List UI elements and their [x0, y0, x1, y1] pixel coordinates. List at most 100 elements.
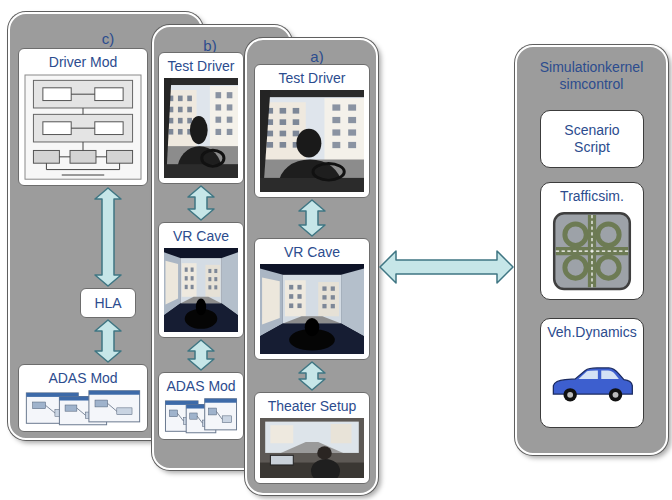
car-pillar — [164, 78, 171, 178]
building-window — [289, 294, 293, 299]
flow-line — [83, 142, 84, 150]
flow-line — [59, 156, 70, 157]
model-block — [209, 408, 217, 415]
building-window — [191, 267, 194, 271]
behavior-level — [33, 114, 132, 142]
model-block — [169, 410, 177, 417]
component-box: ADAS Mod — [158, 372, 244, 440]
illustration — [546, 208, 638, 294]
component-box: Test Driver — [254, 64, 370, 198]
building-window — [185, 285, 188, 289]
car-seat — [305, 318, 320, 336]
building-window — [214, 277, 217, 281]
illustration — [546, 344, 638, 422]
steering-wheel — [313, 164, 344, 180]
box-label: Scenario Script — [549, 122, 635, 156]
building-window — [216, 129, 222, 135]
building-window — [331, 295, 335, 299]
ramp-loop — [565, 257, 586, 278]
car-body — [553, 368, 632, 394]
group-panel: a)Test DriverVR CaveTheater Setup — [245, 38, 378, 495]
building-window — [227, 92, 233, 98]
lane-marking — [591, 215, 592, 287]
window-title-bar — [205, 399, 237, 403]
building-window — [293, 119, 300, 125]
component-box: Scenario Script — [540, 110, 644, 168]
building-window — [331, 304, 335, 308]
building-window — [297, 285, 301, 290]
car-roof — [164, 78, 238, 85]
building-window — [208, 269, 211, 273]
box-label: VR Cave — [173, 228, 229, 245]
panel-label: Simulationkernel simcontrol — [525, 59, 658, 93]
double-arrow — [299, 362, 325, 390]
building-window — [332, 104, 340, 110]
building-window — [280, 142, 287, 148]
double-arrow — [188, 340, 214, 370]
component-box: Theater Setup — [254, 392, 370, 484]
building-window — [332, 117, 340, 123]
building-window — [322, 304, 326, 308]
projected-building — [270, 425, 293, 443]
cave-surround — [164, 248, 238, 332]
building-window — [227, 117, 233, 123]
component-box: ADAS Mod — [18, 364, 148, 432]
box-label: HLA — [94, 295, 121, 312]
building-window — [348, 104, 356, 110]
car-wheel — [609, 388, 622, 401]
box-label: VR Cave — [284, 244, 340, 261]
model-wire — [178, 413, 184, 421]
schematic-frame — [25, 75, 141, 179]
building-window — [332, 142, 340, 148]
illustration — [260, 418, 364, 478]
illustration — [164, 248, 238, 332]
model-block — [117, 408, 132, 415]
box-label: Theater Setup — [268, 398, 357, 415]
building-window — [227, 104, 233, 110]
building — [210, 86, 238, 148]
memory-block — [43, 122, 71, 135]
building-window — [216, 117, 222, 123]
building-window — [185, 276, 188, 280]
model-wire — [216, 411, 222, 419]
building-window — [214, 269, 217, 273]
building-window — [191, 285, 194, 289]
processor-block — [95, 122, 123, 135]
person-body — [311, 459, 340, 478]
software-window — [89, 391, 140, 422]
car-window — [579, 371, 598, 379]
illustration — [24, 390, 142, 426]
projection-screen — [265, 422, 359, 453]
building — [324, 98, 364, 161]
building-window — [289, 303, 293, 308]
building-window — [214, 285, 217, 289]
projected-building — [318, 282, 339, 316]
box-label: ADAS Mod — [166, 378, 235, 395]
feedback-line — [46, 163, 119, 169]
component-box: VR Cave — [254, 238, 370, 360]
flow-line — [71, 94, 95, 95]
car-icon — [553, 368, 632, 402]
building-window — [332, 129, 340, 135]
double-arrow — [95, 188, 121, 286]
building-window — [322, 286, 326, 290]
building-window — [297, 294, 301, 299]
component-box: Veh.Dynamics — [540, 318, 644, 428]
car-roof — [260, 90, 364, 97]
software-window — [205, 399, 237, 430]
projected-building — [331, 424, 352, 443]
cave-surround — [260, 264, 364, 354]
building-window — [169, 129, 174, 135]
car-pillar — [260, 90, 270, 192]
module-block — [33, 150, 59, 163]
box-label: Veh.Dynamics — [547, 324, 636, 341]
model-block — [65, 405, 77, 411]
person-head — [317, 446, 332, 459]
group-panel: Simulationkernel simcontrolScenario Scri… — [515, 45, 668, 455]
component-box: VR Cave — [158, 222, 244, 338]
model-block — [33, 402, 46, 409]
building-window — [216, 92, 222, 98]
processor-block — [95, 88, 123, 101]
building-window — [208, 285, 211, 289]
